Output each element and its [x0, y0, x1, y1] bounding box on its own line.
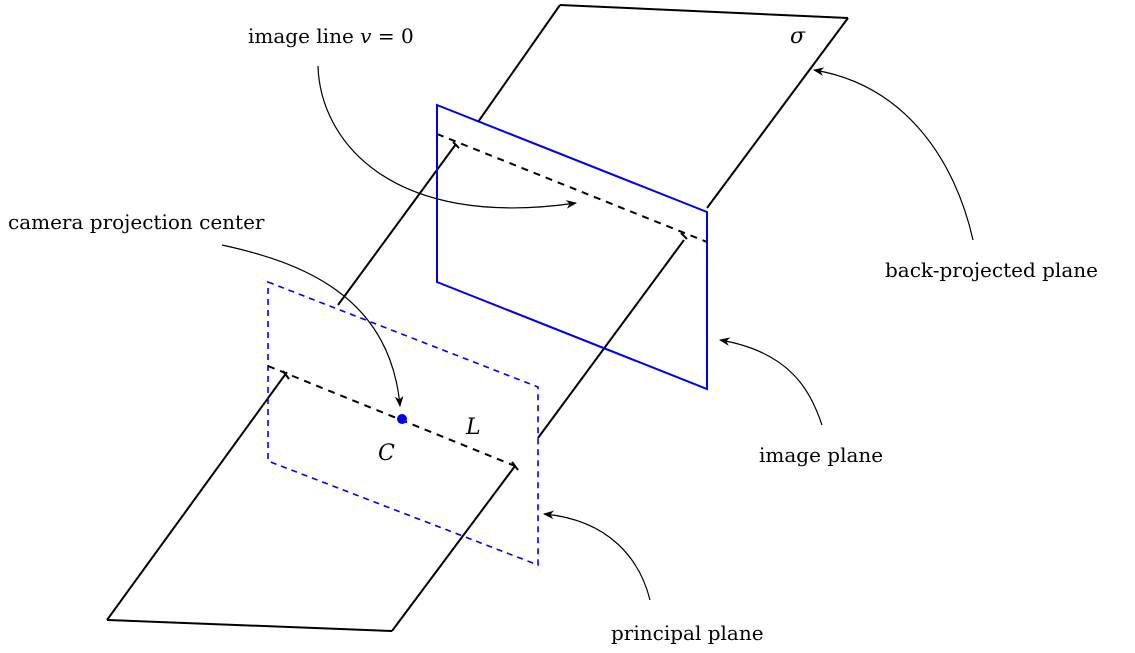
- sigma-right-edge-upper: [706, 17, 849, 209]
- sigma-label: σ: [790, 24, 806, 49]
- sigma-top-edge: [559, 4, 849, 19]
- image-plane-arrow: [718, 337, 823, 426]
- line-l-tick-right: [511, 461, 519, 471]
- image-line-label: image line v = 0: [248, 24, 414, 48]
- line-l: [267, 365, 516, 467]
- camera-projection-center-label: camera projection center: [8, 210, 265, 234]
- line-l-tick-left: [282, 370, 290, 380]
- camera-center-arrow: [221, 244, 404, 408]
- principal-plane-arrow: [542, 510, 651, 601]
- sigma-right-edge-middle: [537, 239, 685, 439]
- image-line-tick-left: [452, 141, 460, 149]
- image-line-tick-right: [680, 232, 688, 240]
- back-projected-plane-sigma: [106, 4, 849, 632]
- image-line-arrow: [317, 65, 578, 209]
- image-line-v0: [436, 133, 708, 243]
- sigma-left-edge-top: [477, 4, 561, 123]
- sigma-left-edge-upper: [337, 143, 457, 306]
- line-l-label: L: [465, 415, 481, 440]
- image-plane-label: image plane: [759, 443, 883, 467]
- back-projected-plane-label: back-projected plane: [885, 258, 1098, 282]
- back-projected-plane-arrow: [812, 67, 974, 241]
- image-plane: [436, 103, 708, 391]
- sigma-bottom-edge: [106, 619, 393, 632]
- sigma-left-edge-lower: [106, 371, 288, 621]
- camera-center-point: [397, 414, 407, 424]
- sigma-right-edge-lower: [391, 465, 516, 632]
- principal-plane: [267, 280, 539, 567]
- point-c-label: C: [378, 441, 395, 466]
- principal-plane-label: principal plane: [611, 621, 764, 645]
